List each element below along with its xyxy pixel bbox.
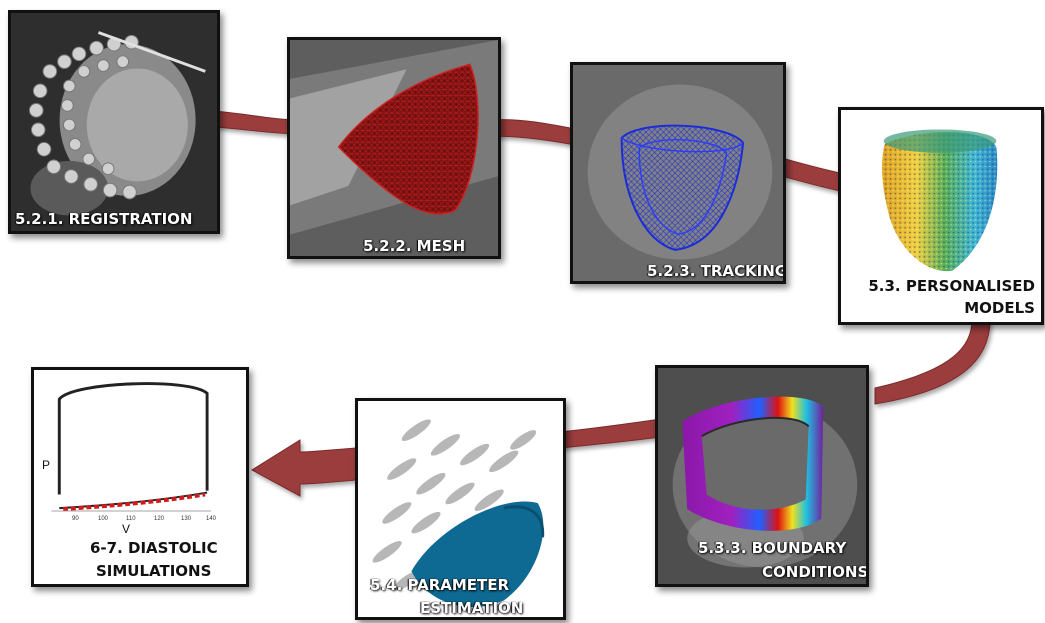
step-label-personalised-line2: MODELS [964, 299, 1035, 317]
step-label-diastolic-line1: 6-7. DIASTOLIC [90, 539, 218, 557]
step-label-registration: 5.2.1. REGISTRATION [15, 210, 193, 228]
tracking-image [573, 65, 783, 281]
pv-x-tick: 120 [154, 516, 165, 522]
step-label-parameter-line2: ESTIMATION [420, 599, 524, 617]
parameter-image [358, 401, 563, 617]
panel-tracking: 5.2.3. TRACKING [570, 62, 786, 284]
arrow-band [199, 109, 991, 497]
step-label-personalised-line1: 5.3. PERSONALISED [868, 277, 1035, 295]
step-label-parameter-line1: 5.4. PARAMETER [370, 576, 510, 594]
arrow-segment [489, 119, 581, 147]
step-label-diastolic-line2: SIMULATIONS [96, 562, 212, 580]
boundary-image [658, 368, 866, 584]
arrow-segment [559, 417, 669, 449]
step-label-mesh: 5.2.2. MESH [363, 237, 466, 255]
panel-diastolic-simulations: P V 90 100 110 120 130 140 6-7. DIASTOLI… [31, 367, 249, 587]
pv-loop-plot [51, 382, 211, 512]
arrow-segment [251, 439, 357, 497]
panel-parameter-estimation: 5.4. PARAMETER ESTIMATION [355, 398, 566, 620]
pv-x-tick: 110 [126, 516, 136, 522]
step-label-boundary-line1: 5.3.3. BOUNDARY [698, 539, 847, 557]
pv-y-axis-label: P [42, 458, 51, 472]
pv-loop-curve [57, 382, 209, 495]
registration-image [11, 13, 217, 231]
panel-personalised-models: 5.3. PERSONALISED MODELS [838, 107, 1044, 325]
pv-filling-curve [59, 491, 208, 510]
arrow-segment [874, 319, 991, 405]
personalised-model-image [882, 129, 998, 272]
pv-dashed-curve [63, 492, 206, 512]
step-label-tracking: 5.2.3. TRACKING [647, 262, 786, 280]
panel-boundary-conditions: 5.3.3. BOUNDARY CONDITIONS [655, 365, 869, 587]
panel-mesh: 5.2.2. MESH [287, 37, 501, 259]
pv-x-tick: 130 [181, 516, 192, 522]
pv-x-tick: 90 [72, 516, 79, 522]
step-label-boundary-line2: CONDITIONS [762, 563, 869, 581]
pv-x-axis-label: V [122, 522, 131, 536]
pv-x-tick: 140 [206, 516, 217, 522]
pv-x-tick: 100 [98, 516, 109, 522]
panel-registration: 5.2.1. REGISTRATION [8, 10, 220, 234]
mesh-image [290, 40, 498, 256]
